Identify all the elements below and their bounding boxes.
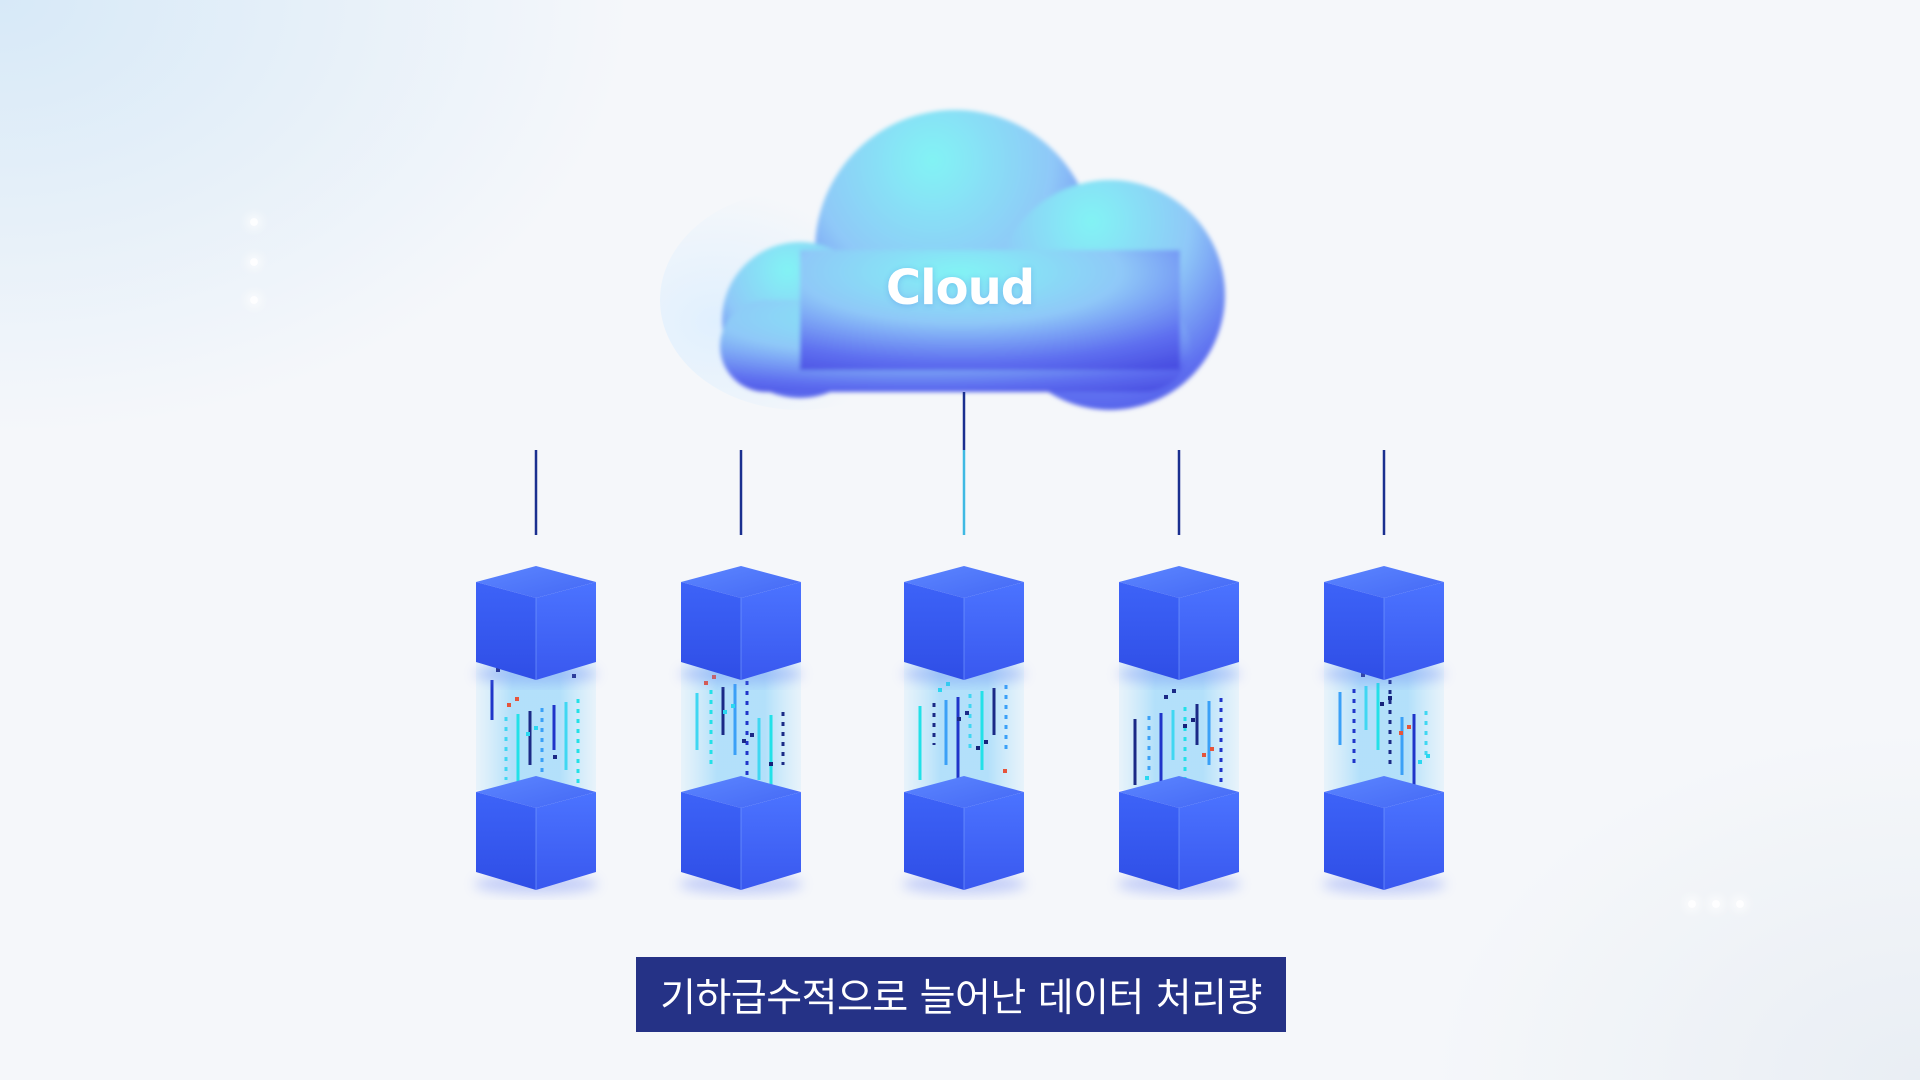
sparkle <box>1712 900 1720 908</box>
sparkle <box>250 218 258 226</box>
sparkle <box>1688 900 1696 908</box>
server-stack <box>474 566 598 894</box>
server-stack <box>1117 566 1241 894</box>
cloud-shape <box>660 110 1225 410</box>
server-stack <box>679 566 803 894</box>
caption-subtitle: 기하급수적으로 늘어난 데이터 처리량 <box>636 957 1286 1032</box>
connector-lines <box>534 392 1386 535</box>
cloud-label: Cloud <box>885 260 1035 316</box>
sparkle <box>1736 900 1744 908</box>
server-group <box>474 566 1446 894</box>
server-stack <box>902 566 1026 894</box>
server-stack <box>1322 566 1446 894</box>
sparkle <box>250 258 258 266</box>
caption-text: 기하급수적으로 늘어난 데이터 처리량 <box>660 975 1262 1021</box>
sparkle <box>250 296 258 304</box>
